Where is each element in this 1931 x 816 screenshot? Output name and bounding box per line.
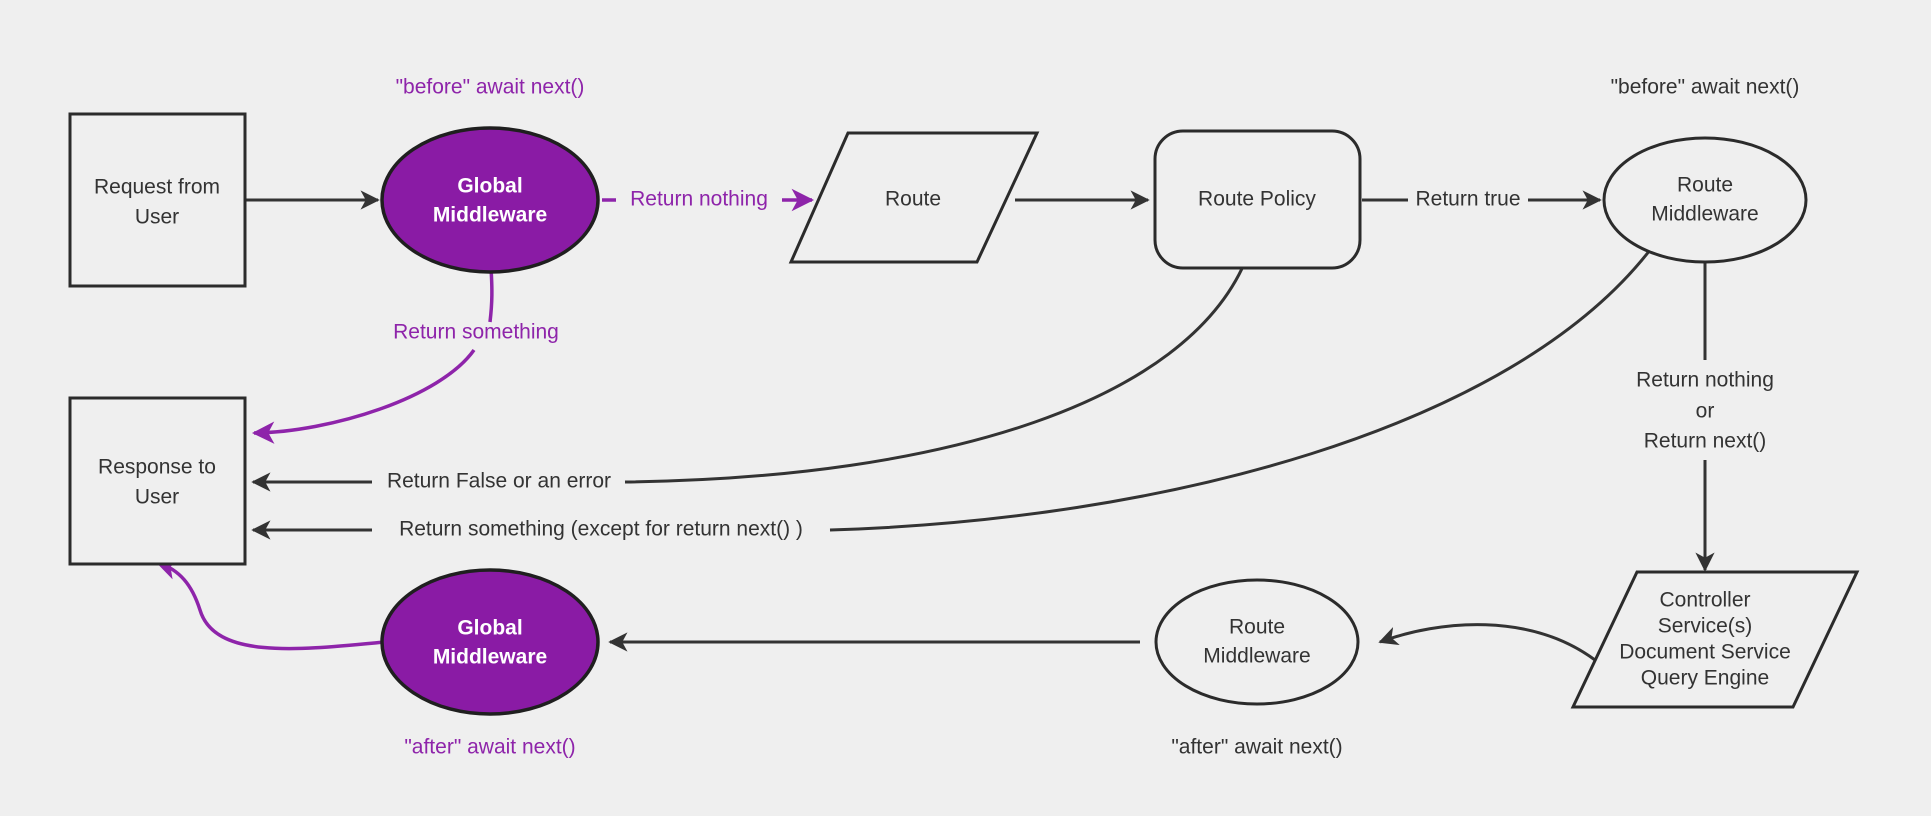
- node-route-middleware-top[interactable]: Route Middleware: [1602, 136, 1808, 264]
- global-middleware-top-label-line2: Middleware: [433, 204, 547, 227]
- edge-label-return-something: Return something: [393, 321, 559, 344]
- route-policy-label: Route Policy: [1198, 188, 1316, 211]
- controller-services-label-line3: Document Service: [1619, 641, 1791, 664]
- controller-services-label-line2: Service(s): [1658, 615, 1753, 638]
- controller-services-label-line4: Query Engine: [1641, 667, 1769, 690]
- edge-label-return-nothing-or-3: Return next(): [1644, 430, 1767, 453]
- route-middleware-bottom-label-line1: Route: [1229, 616, 1285, 639]
- node-request-from-user[interactable]: Request from User: [68, 112, 247, 288]
- edge-global-middleware-to-response-b: [251, 348, 476, 444]
- edge-global-middleware-bottom-to-response: [155, 558, 386, 651]
- edge-route-middleware-to-response: [829, 249, 1652, 532]
- node-route[interactable]: Route: [788, 131, 1040, 264]
- node-route-middleware-bottom[interactable]: Route Middleware: [1154, 578, 1360, 706]
- node-global-middleware-bottom[interactable]: Global Middleware: [380, 568, 600, 716]
- route-middleware-top-label-line1: Route: [1677, 174, 1733, 197]
- node-response-to-user[interactable]: Response to User: [68, 396, 247, 566]
- node-route-policy[interactable]: Route Policy: [1153, 129, 1362, 270]
- node-global-middleware-top[interactable]: Global Middleware: [380, 126, 600, 274]
- edge-route-policy-to-response: [624, 261, 1247, 484]
- route-middleware-top-label-line2: Middleware: [1651, 203, 1758, 226]
- route-middleware-bottom-label-line2: Middleware: [1203, 645, 1310, 668]
- response-to-user-label-line2: User: [135, 486, 179, 509]
- global-middleware-bottom-label-line2: Middleware: [433, 646, 547, 669]
- edge-label-return-nothing: Return nothing: [630, 188, 768, 211]
- annotation-before-await-next-route: "before" await next(): [1611, 76, 1800, 99]
- annotation-after-await-next-route: "after" await next(): [1171, 736, 1342, 759]
- global-middleware-bottom-label-line1: Global: [457, 617, 522, 640]
- annotation-before-await-next-global: "before" await next(): [396, 76, 585, 99]
- route-label: Route: [885, 188, 941, 211]
- edge-label-return-something-except: Return something (except for return next…: [399, 518, 803, 541]
- controller-services-label-line1: Controller: [1659, 589, 1750, 612]
- annotation-after-await-next-global: "after" await next(): [404, 736, 575, 759]
- response-to-user-label-line1: Response to: [98, 456, 216, 479]
- edge-label-return-nothing-or-2: or: [1696, 400, 1715, 423]
- request-from-user-label-line1: Request from: [94, 176, 220, 199]
- global-middleware-top-label-line1: Global: [457, 175, 522, 198]
- request-from-user-label-line2: User: [135, 206, 179, 229]
- edge-label-return-nothing-or-1: Return nothing: [1636, 369, 1774, 392]
- edge-label-return-true: Return true: [1415, 188, 1520, 211]
- edge-controller-to-route-middleware-bottom: [1378, 623, 1596, 662]
- node-controller-services[interactable]: Controller Service(s) Document Service Q…: [1570, 570, 1860, 709]
- edge-label-return-false-or-error: Return False or an error: [387, 470, 611, 493]
